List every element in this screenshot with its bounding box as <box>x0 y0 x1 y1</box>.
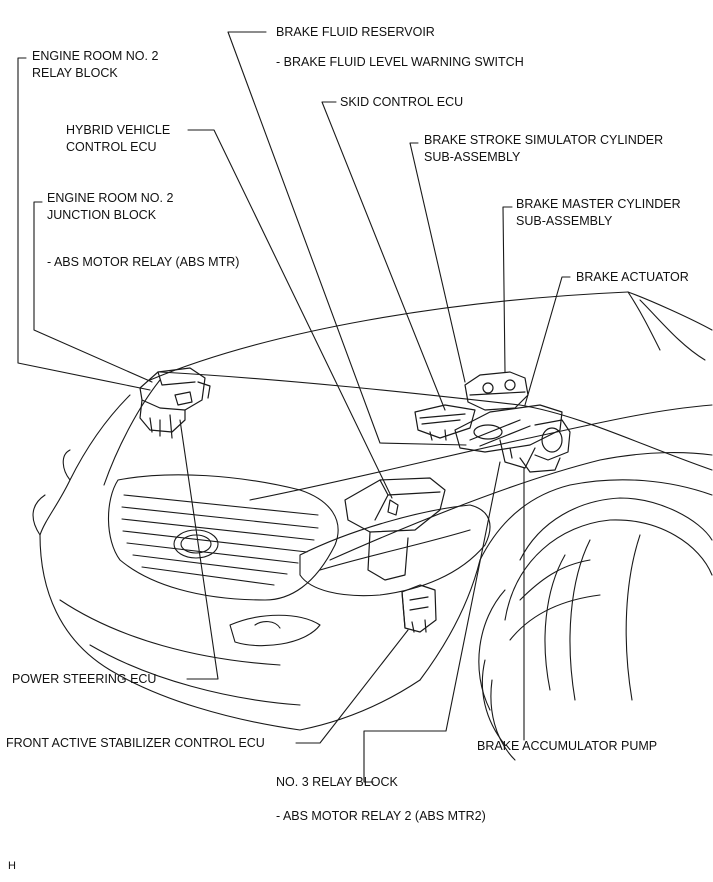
label-brake-accumulator-pump: BRAKE ACCUMULATOR PUMP <box>477 739 658 753</box>
car-body <box>32 291 713 761</box>
label-brake-actuator: BRAKE ACTUATOR <box>576 270 689 284</box>
figure-code: H <box>8 860 16 872</box>
label-engine-room-junction-block: ENGINE ROOM NO. 2 JUNCTION BLOCK <box>47 191 174 222</box>
label-engine-room-relay-block: ENGINE ROOM NO. 2 RELAY BLOCK <box>32 49 159 80</box>
engine-room-relay-block-part <box>139 367 211 439</box>
label-skid-control-ecu: SKID CONTROL ECU <box>340 95 464 109</box>
label-brake-fluid-level-switch: - BRAKE FLUID LEVEL WARNING SWITCH <box>276 55 524 69</box>
brake-actuator-part <box>454 404 571 473</box>
label-front-active-stabilizer-ecu: FRONT ACTIVE STABILIZER CONTROL ECU <box>6 736 265 750</box>
label-power-steering-ecu: POWER STEERING ECU <box>12 672 157 686</box>
label-brake-master-cylinder: BRAKE MASTER CYLINDER SUB-ASSEMBLY <box>516 197 681 228</box>
leader-lines <box>17 31 571 783</box>
label-brake-stroke-simulator: BRAKE STROKE SIMULATOR CYLINDER SUB-ASSE… <box>424 133 664 164</box>
hybrid-ecu-part <box>344 477 446 581</box>
stroke-simulator-part <box>464 371 529 411</box>
label-abs-motor-relay-2: - ABS MOTOR RELAY 2 (ABS MTR2) <box>276 809 486 823</box>
label-abs-motor-relay: - ABS MOTOR RELAY (ABS MTR) <box>47 255 240 269</box>
no3-relay-block-part <box>401 584 437 633</box>
label-hybrid-vehicle-ecu: HYBRID VEHICLE CONTROL ECU <box>66 123 171 154</box>
label-no3-relay-block: NO. 3 RELAY BLOCK <box>276 775 398 789</box>
label-brake-fluid-reservoir: BRAKE FLUID RESERVOIR <box>276 25 435 39</box>
skid-control-ecu-part <box>414 404 476 441</box>
